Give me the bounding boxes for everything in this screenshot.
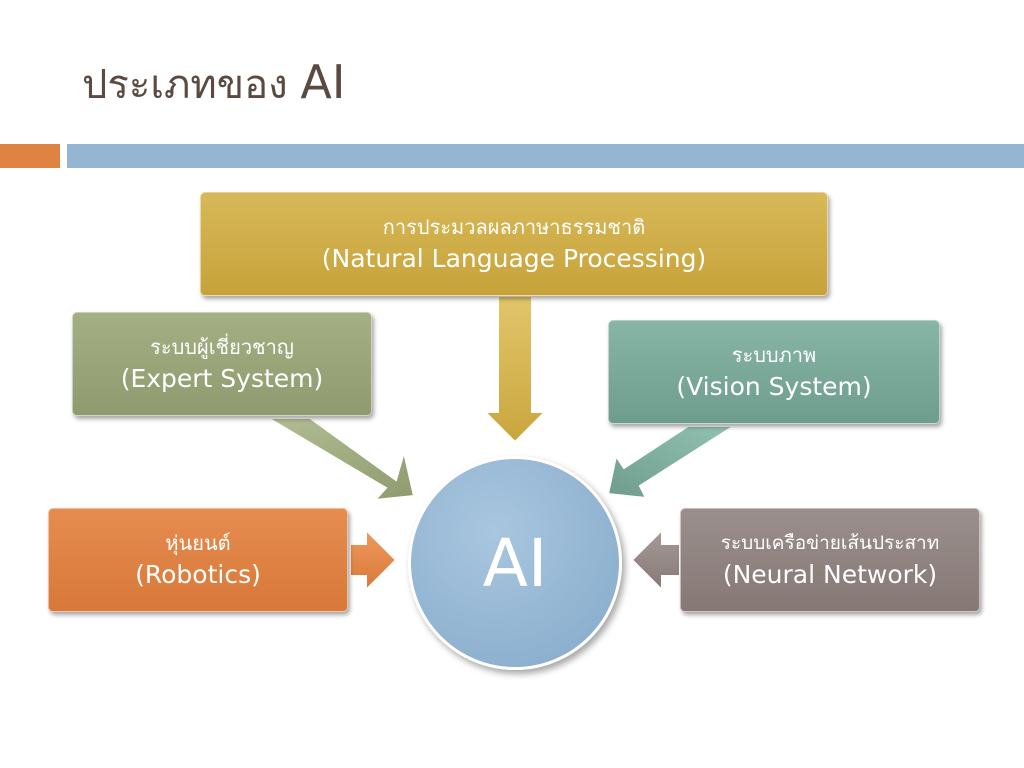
arrow-expert-to-ai	[264, 417, 416, 502]
node-robotics-thai: หุ่นยนต์	[165, 531, 231, 555]
node-nlp: การประมวลผลภาษาธรรมชาติ (Natural Languag…	[200, 192, 828, 296]
accent-bar-blue	[67, 144, 1024, 168]
center-ai-circle: AI	[408, 456, 622, 670]
node-vision-english: (Vision System)	[676, 372, 872, 401]
node-expert-english: (Expert System)	[120, 364, 324, 393]
node-expert-thai: ระบบผู้เชี่ยวชาญ	[150, 335, 294, 359]
node-neural-network: ระบบเครือข่ายเส้นประสาท (Neural Network)	[680, 508, 980, 612]
node-expert-system: ระบบผู้เชี่ยวชาญ (Expert System)	[72, 312, 372, 416]
slide-title: ประเภทของ AI	[82, 52, 345, 116]
node-vision-system: ระบบภาพ (Vision System)	[608, 320, 940, 424]
center-ai-label: AI	[482, 524, 548, 602]
slide-title-ai: AI	[300, 55, 346, 109]
node-vision-thai: ระบบภาพ	[731, 343, 817, 367]
node-neural-thai: ระบบเครือข่ายเส้นประสาท	[720, 532, 940, 554]
node-robotics-english: (Robotics)	[135, 560, 261, 589]
node-robotics: หุ่นยนต์ (Robotics)	[48, 508, 348, 612]
arrow-nlp-to-ai	[482, 295, 548, 444]
slide-title-thai: ประเภทของ	[82, 62, 288, 108]
node-nlp-english: (Natural Language Processing)	[321, 244, 707, 273]
arrow-neural-to-ai	[630, 527, 681, 593]
node-nlp-thai: การประมวลผลภาษาธรรมชาติ	[382, 215, 646, 239]
accent-bar-orange	[0, 144, 60, 168]
arrow-robotics-to-ai	[349, 527, 398, 593]
node-neural-english: (Neural Network)	[722, 560, 938, 589]
arrow-vision-to-ai	[606, 425, 738, 500]
